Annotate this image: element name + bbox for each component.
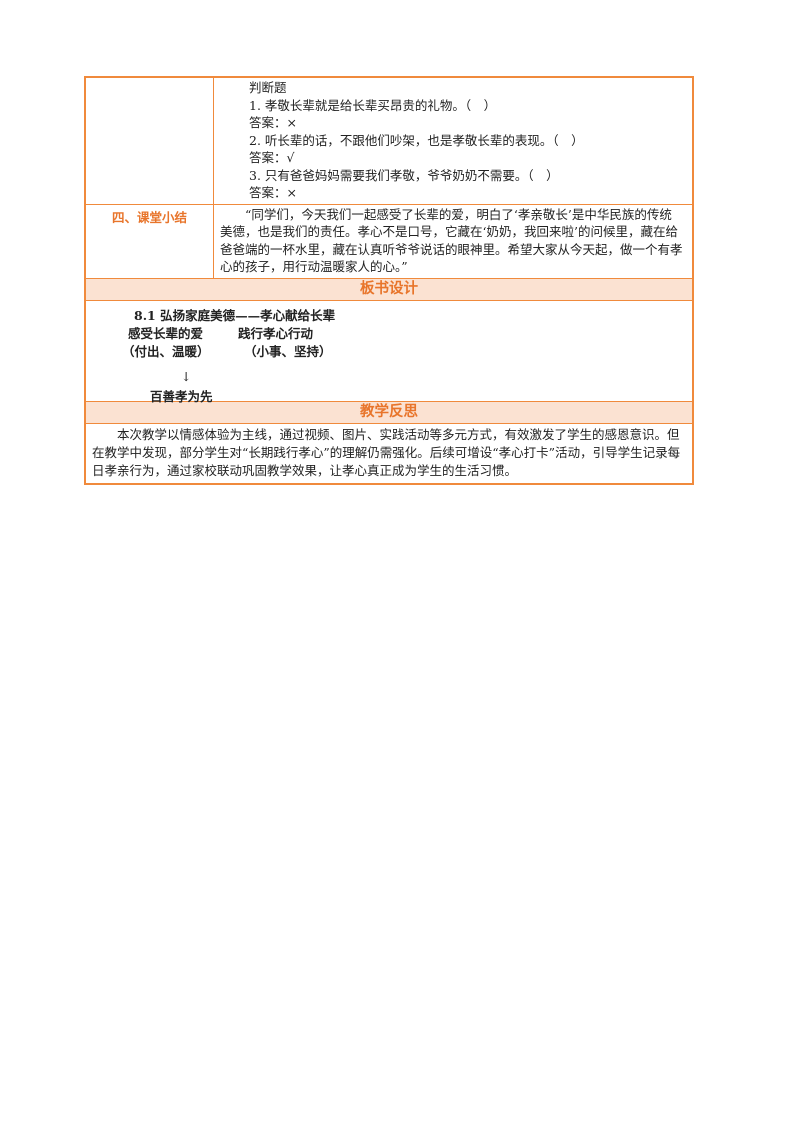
summary-label: 四、课堂小结 [86, 204, 214, 278]
quiz-heading: 判断题 [249, 80, 287, 95]
down-arrow-icon: ↓ [181, 368, 192, 384]
quiz-answer-3: 答案：× [249, 185, 297, 200]
reflection-text: 本次教学以情感体验为主线，通过视频、图片、实践活动等多元方式，有效激发了学生的感… [92, 426, 681, 478]
summary-text: “同学们，今天我们一起感受了长辈的爱，明白了‘孝亲敬长’是中华民族的传统美德，也… [220, 206, 683, 275]
board-right-title: 践行孝心行动 [238, 325, 314, 341]
board-left-sub: （付出、温暖） [122, 343, 210, 359]
reflection-heading: 教学反思 [86, 401, 692, 423]
summary-row: 四、课堂小结 “同学们，今天我们一起感受了长辈的爱，明白了‘孝亲敬长’是中华民族… [86, 204, 692, 279]
board-design-row: 8.1 弘扬家庭美德——孝心献给长辈 感受长辈的爱 践行孝心行动 （付出、温暖）… [86, 301, 692, 404]
quiz-content: 判断题 1. 孝敬长辈就是给长辈买昂贵的礼物。（ ） 答案：× 2. 听长辈的话… [214, 78, 692, 204]
board-design-heading: 板书设计 [86, 278, 692, 300]
board-left-title: 感受长辈的爱 [128, 325, 204, 341]
board-conclusion: 百善孝为先 [150, 388, 213, 404]
lesson-plan-table: 判断题 1. 孝敬长辈就是给长辈买昂贵的礼物。（ ） 答案：× 2. 听长辈的话… [84, 76, 694, 485]
quiz-question-2: 2. 听长辈的话，不跟他们吵架，也是孝敬长辈的表现。（ ） [249, 132, 584, 148]
quiz-row: 判断题 1. 孝敬长辈就是给长辈买昂贵的礼物。（ ） 答案：× 2. 听长辈的话… [86, 78, 692, 205]
board-design-content: 8.1 弘扬家庭美德——孝心献给长辈 感受长辈的爱 践行孝心行动 （付出、温暖）… [86, 301, 692, 404]
board-title: 8.1 弘扬家庭美德——孝心献给长辈 [134, 307, 336, 323]
board-right-sub: （小事、坚持） [244, 343, 332, 359]
reflection-row: 本次教学以情感体验为主线，通过视频、图片、实践活动等多元方式，有效激发了学生的感… [86, 424, 692, 483]
quiz-question-1: 1. 孝敬长辈就是给长辈买昂贵的礼物。（ ） [249, 97, 497, 113]
reflection-heading-row: 教学反思 [86, 401, 692, 424]
quiz-answer-2: 答案：√ [249, 150, 295, 165]
quiz-label-cell [86, 78, 214, 204]
quiz-question-3: 3. 只有爸爸妈妈需要我们孝敬，爷爷奶奶不需要。（ ） [249, 167, 559, 183]
quiz-answer-1: 答案：× [249, 115, 297, 130]
board-heading-row: 板书设计 [86, 278, 692, 301]
